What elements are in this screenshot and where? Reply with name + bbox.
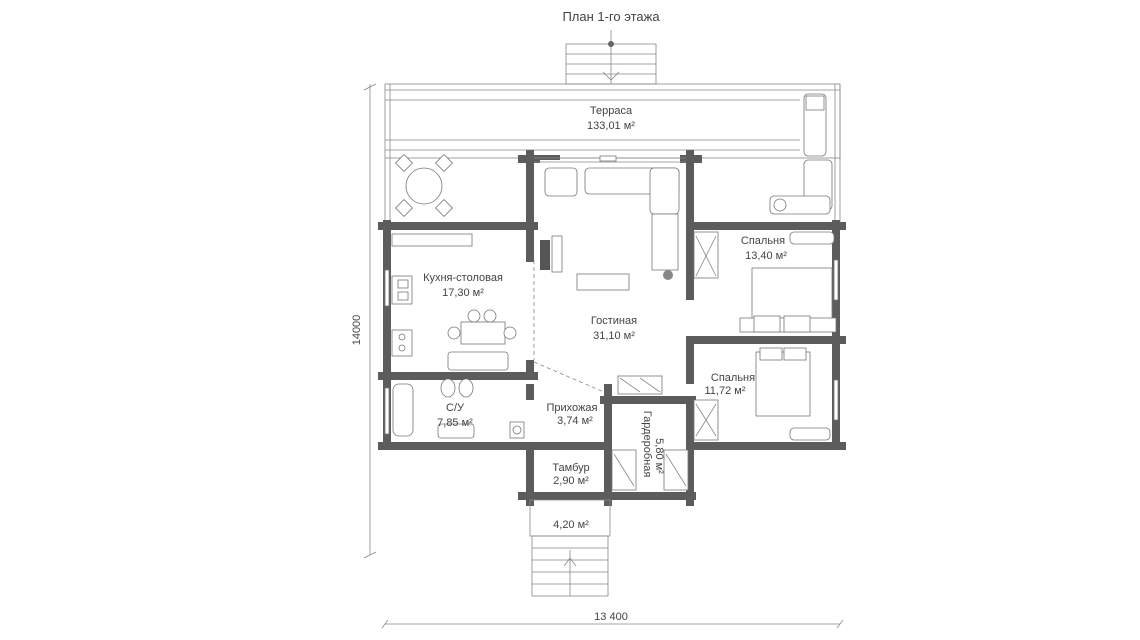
room-area: 5,80 м² <box>653 438 665 474</box>
room-name: С/У <box>446 402 465 414</box>
bedroom2-furniture <box>693 347 831 441</box>
room-name: Терраса <box>590 105 633 117</box>
room-area: 31,10 м² <box>593 330 635 342</box>
living-furniture <box>540 155 680 291</box>
room-area: 11,72 м² <box>705 385 746 397</box>
width-dimension: 13 400 <box>594 611 628 623</box>
bathroom-fixtures <box>392 378 525 439</box>
bedroom1-furniture <box>693 231 837 333</box>
porch <box>529 499 611 597</box>
kitchen-furniture <box>391 233 517 371</box>
windows <box>384 259 839 435</box>
room-name: Спальня <box>741 235 785 247</box>
room-labels: Терраса 133,01 м² Кухня-столовая 17,30 м… <box>423 105 787 531</box>
room-area: 3,74 м² <box>557 415 593 427</box>
top-stairs <box>565 30 657 85</box>
room-name: Тамбур <box>552 462 589 474</box>
room-name: Кухня-столовая <box>423 272 503 284</box>
room-area: 133,01 м² <box>587 120 635 132</box>
room-area: 13,40 м² <box>745 250 787 262</box>
room-area: 17,30 м² <box>442 287 484 299</box>
walls <box>378 150 846 506</box>
plan-title: План 1-го этажа <box>562 9 660 24</box>
wardrobe-furniture <box>533 260 689 491</box>
height-dimension: 14000 <box>351 315 363 346</box>
terrace-loungers <box>769 93 833 215</box>
room-name: Гостиная <box>591 315 637 327</box>
room-area: 2,90 м² <box>553 475 589 487</box>
terrace-table <box>394 153 454 218</box>
porch-area: 4,20 м² <box>553 519 589 531</box>
room-name: Прихожая <box>547 402 598 414</box>
room-name: Спальня <box>711 372 755 384</box>
terrace <box>384 83 841 225</box>
dimension-lines <box>363 83 844 629</box>
room-area: 7,85 м² <box>437 417 473 429</box>
room-name: Гардеробная <box>641 411 653 478</box>
